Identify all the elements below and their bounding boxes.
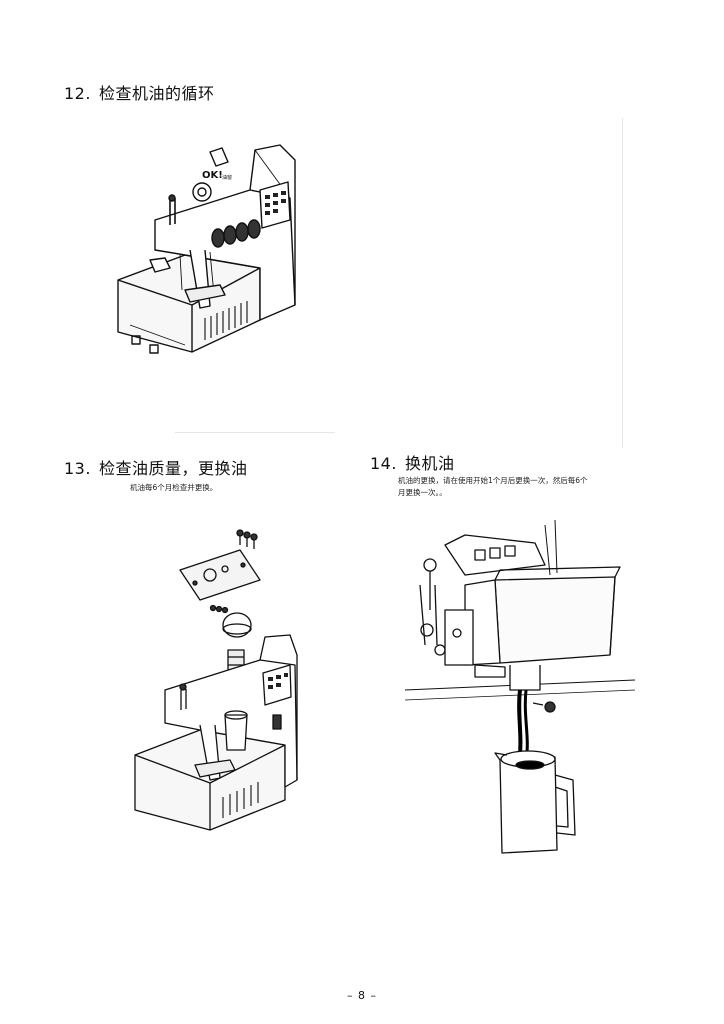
scan-edge-line xyxy=(622,118,623,448)
section-13-heading: 13. 检查油质量，更换油 xyxy=(64,455,247,479)
section-14-heading: 14. 换机油 xyxy=(370,450,454,474)
ok-label: OK! xyxy=(202,170,223,181)
section-12-heading: 12. 检查机油的循环 xyxy=(64,80,214,104)
section-14-note: 机油的更换，请在使用开始1个月后更换一次，然后每6个月更换一次。。 xyxy=(398,476,588,497)
section-title: 换机油 xyxy=(404,454,455,473)
section-number: 12. xyxy=(64,84,91,103)
section-number: 14. xyxy=(370,454,397,473)
page-number: – 8 – xyxy=(347,989,377,1002)
figure-oil-quality-check xyxy=(125,525,315,845)
section-title: 检查机油的循环 xyxy=(98,84,215,103)
section-title: 检查油质量，更换油 xyxy=(98,459,248,478)
section-13-note: 机油每6个月检查并更换。 xyxy=(130,483,218,492)
ok-sub-label: 油窗 xyxy=(222,175,233,181)
scan-edge-line xyxy=(175,432,335,433)
figure-oil-change xyxy=(405,515,635,855)
section-number: 13. xyxy=(64,459,91,478)
figure-oil-circulation: OK! 油窗 xyxy=(110,140,315,385)
